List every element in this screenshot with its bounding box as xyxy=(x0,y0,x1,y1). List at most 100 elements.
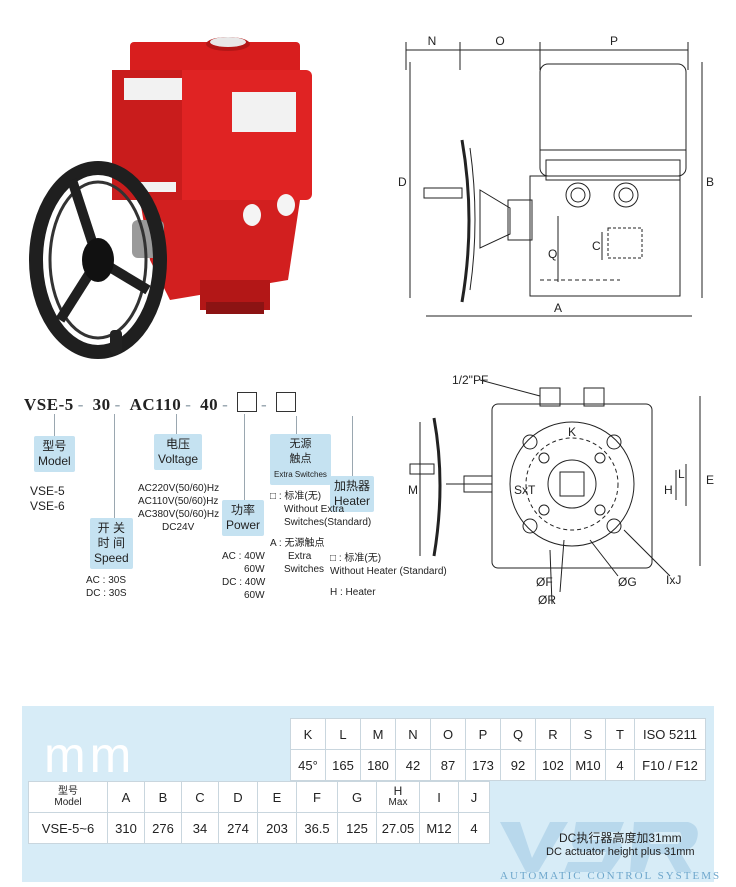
pf-label: 1/2"PF xyxy=(452,373,488,387)
connector-line xyxy=(114,414,115,520)
table-cell: 27.05 xyxy=(376,812,420,844)
tag-voltage-cn: 电压 xyxy=(166,437,191,451)
models-list: VSE-5 VSE-6 xyxy=(30,484,65,514)
model-header-en: Model xyxy=(54,797,82,808)
table-header-cell: G xyxy=(337,781,377,813)
actuator-photo xyxy=(29,37,312,359)
table-cell: 102 xyxy=(535,749,571,781)
tag-switch: 无源 触点 Extra Switches xyxy=(270,434,331,485)
dim-label-M: M xyxy=(408,483,418,497)
switch-options: □ : 标准(无) Without Extra Switches(Standar… xyxy=(270,490,371,576)
dim-label-E: E xyxy=(706,473,714,487)
table-header-cell: K xyxy=(290,718,326,750)
tag-voltage: 电压 Voltage xyxy=(154,434,203,470)
bottom-view-drawing: 1/2"PF K M E H L SxT ØF ØR ØG IxJ xyxy=(408,373,714,607)
voltage-option: AC110V(50/60)Hz xyxy=(138,496,219,507)
switch-a-en-a: Extra xyxy=(288,551,312,562)
dim-label-IxJ: IxJ xyxy=(666,573,681,587)
voltage-option: AC220V(50/60)Hz xyxy=(138,483,220,494)
code-heater-box xyxy=(275,392,296,412)
table-header-cell: O xyxy=(430,718,466,750)
table-header-cell: J xyxy=(458,781,490,813)
connector-line xyxy=(296,416,297,436)
table-header-cell: Q xyxy=(500,718,536,750)
dim-label-B: B xyxy=(706,175,714,189)
power-option: 60W xyxy=(244,590,265,601)
voltages-list: AC220V(50/60)Hz AC110V(50/60)Hz AC380V(5… xyxy=(138,482,219,534)
power-option: 60W xyxy=(244,564,265,575)
code-prefix: VSE-5 xyxy=(24,395,74,414)
connector-line xyxy=(352,416,353,476)
table-header-cell: R xyxy=(535,718,571,750)
tag-model-en: Model xyxy=(38,454,71,468)
table-cell: 4 xyxy=(458,812,490,844)
dim-label-R: ØR xyxy=(538,593,556,607)
connector-line xyxy=(244,414,245,500)
dim-label-L: L xyxy=(678,467,685,481)
tag-power: 功率 Power xyxy=(222,500,265,536)
tag-speed-cn-a: 开 关 xyxy=(97,521,126,535)
voltage-option: DC24V xyxy=(162,522,195,533)
table-cell: 165 xyxy=(325,749,361,781)
table-row: 45° 165 180 42 87 173 92 102 M10 4 F10 /… xyxy=(290,749,706,781)
table-cell: 274 xyxy=(218,812,258,844)
heater-options: □ : 标准(无) Without Heater (Standard) H : … xyxy=(330,552,447,599)
tag-power-en: Power xyxy=(226,518,261,532)
powers-list: AC : 40W 60W DC : 40W 60W xyxy=(222,550,265,602)
table-header-cell: D xyxy=(218,781,258,813)
dim-label-K: K xyxy=(568,425,576,439)
code-power: 40 xyxy=(200,395,219,414)
code-dash: - xyxy=(261,395,268,414)
tag-voltage-en: Voltage xyxy=(158,452,199,466)
model-code: VSE-5- 30- AC110- 40- - xyxy=(24,392,296,415)
dim-label-Q: Q xyxy=(548,247,557,261)
tag-heater-en: Heater xyxy=(334,494,371,508)
connector-line xyxy=(54,414,55,444)
tag-speed-cn-b: 时 间 xyxy=(97,536,126,550)
heater-std-en: Without Heater (Standard) xyxy=(330,566,447,577)
code-dash: - xyxy=(77,395,84,414)
table-row: 型号 Model A B C D E F G H Max I J xyxy=(28,781,490,813)
table-header-cell: S xyxy=(570,718,606,750)
table-header-cell: L xyxy=(325,718,361,750)
side-view-drawing: N O P D B Q C A xyxy=(398,34,714,317)
voltage-option: AC380V(50/60)Hz xyxy=(138,509,220,520)
table-cell: 87 xyxy=(430,749,466,781)
switch-std-en-b: Switches(Standard) xyxy=(284,517,372,528)
dim-label-C: C xyxy=(592,239,601,253)
table-cell: 36.5 xyxy=(296,812,338,844)
table-cell: 4 xyxy=(605,749,635,781)
tag-heater-cn: 加热器 xyxy=(334,479,371,493)
power-option: DC : 40W xyxy=(222,577,266,588)
code-switch-box xyxy=(237,392,258,412)
tag-speed-en: Speed xyxy=(94,551,129,565)
h-header-sub: Max xyxy=(388,797,408,808)
dim-label-N: N xyxy=(428,34,437,48)
table-header-cell: T xyxy=(605,718,635,750)
table-cell: F10 / F12 xyxy=(634,749,706,781)
dim-label-O: O xyxy=(495,34,504,48)
power-option: AC : 40W xyxy=(222,551,265,562)
dim-label-D: D xyxy=(398,175,407,189)
table-cell: 276 xyxy=(144,812,182,844)
table-cell: 34 xyxy=(181,812,219,844)
code-dash: - xyxy=(185,395,192,414)
tag-model-cn: 型号 xyxy=(42,439,67,453)
tag-heater: 加热器 Heater xyxy=(330,476,375,512)
dim-label-H: H xyxy=(664,483,673,497)
unit-label: mm xyxy=(44,727,136,783)
dim-label-F: ØF xyxy=(536,575,553,589)
dc-note-en: DC actuator height plus 31mm xyxy=(546,846,695,858)
table-cell: 92 xyxy=(500,749,536,781)
table-cell: 45° xyxy=(290,749,326,781)
table-header-cell: N xyxy=(395,718,431,750)
code-dash: - xyxy=(222,395,229,414)
table-header-cell: A xyxy=(107,781,145,813)
table-cell: M10 xyxy=(570,749,606,781)
table-cell: 125 xyxy=(337,812,377,844)
code-dash: - xyxy=(114,395,121,414)
table-header-cell: B xyxy=(144,781,182,813)
tag-power-cn: 功率 xyxy=(231,503,256,517)
dim-label-SxT: SxT xyxy=(514,483,536,497)
table-row: K L M N O P Q R S T ISO 5211 xyxy=(290,718,706,750)
